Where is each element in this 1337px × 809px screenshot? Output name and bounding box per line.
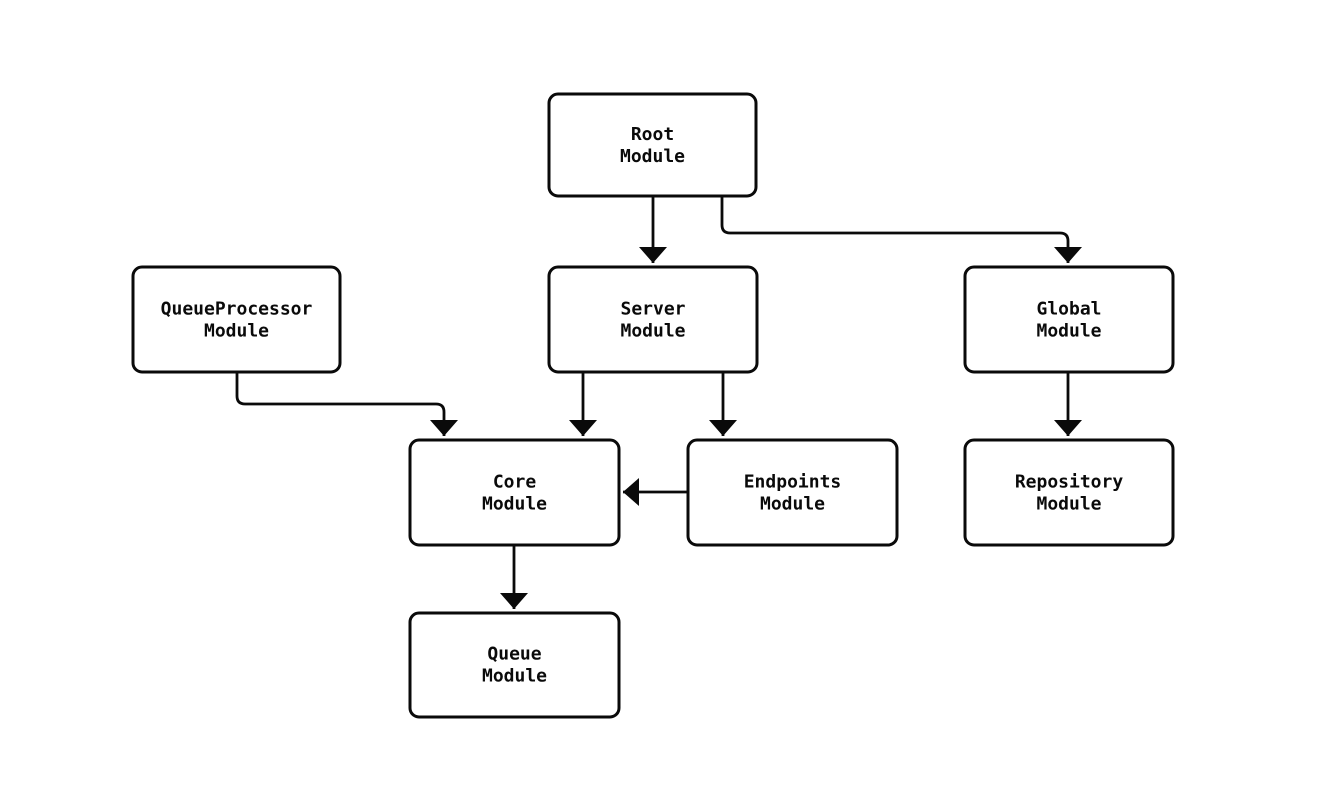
- node-label-line1: Global: [1036, 299, 1101, 320]
- node-repository-module: Repository Module: [963, 438, 1175, 547]
- node-endpoints-module: Endpoints Module: [686, 438, 899, 547]
- node-label-line1: Queue: [487, 644, 541, 665]
- node-label-line1: Root: [631, 124, 674, 145]
- node-queue-module: Queue Module: [408, 611, 621, 719]
- node-global-module: Global Module: [963, 265, 1175, 374]
- node-label-line1: Core: [493, 472, 537, 493]
- node-label-line2: Module: [1036, 494, 1101, 515]
- node-box: [963, 438, 1175, 547]
- node-server-module: Server Module: [547, 265, 759, 374]
- node-box: [547, 265, 759, 374]
- node-queueprocessor-module: QueueProcessor Module: [131, 265, 342, 374]
- node-label-line1: Repository: [1015, 472, 1124, 493]
- node-box: [408, 611, 621, 719]
- node-label-line2: Module: [482, 494, 547, 515]
- node-label-line1: Server: [620, 299, 685, 320]
- edges-layer: [235, 196, 1082, 609]
- node-core-module: Core Module: [408, 438, 621, 547]
- edge-queueprocessor-to-core: [235, 372, 458, 436]
- node-box: [547, 92, 758, 198]
- edge-root-to-global: [720, 196, 1082, 263]
- node-label-line2: Module: [620, 146, 685, 167]
- node-box: [131, 265, 342, 374]
- node-label-line2: Module: [760, 494, 825, 515]
- node-label-line1: QueueProcessor: [161, 299, 313, 320]
- node-box: [408, 438, 621, 547]
- node-label-line2: Module: [1036, 321, 1101, 342]
- node-label-line1: Endpoints: [744, 472, 842, 493]
- node-label-line2: Module: [482, 666, 547, 687]
- node-root-module: Root Module: [547, 92, 758, 198]
- node-label-line2: Module: [204, 321, 269, 342]
- node-box: [963, 265, 1175, 374]
- node-box: [686, 438, 899, 547]
- node-label-line2: Module: [620, 321, 685, 342]
